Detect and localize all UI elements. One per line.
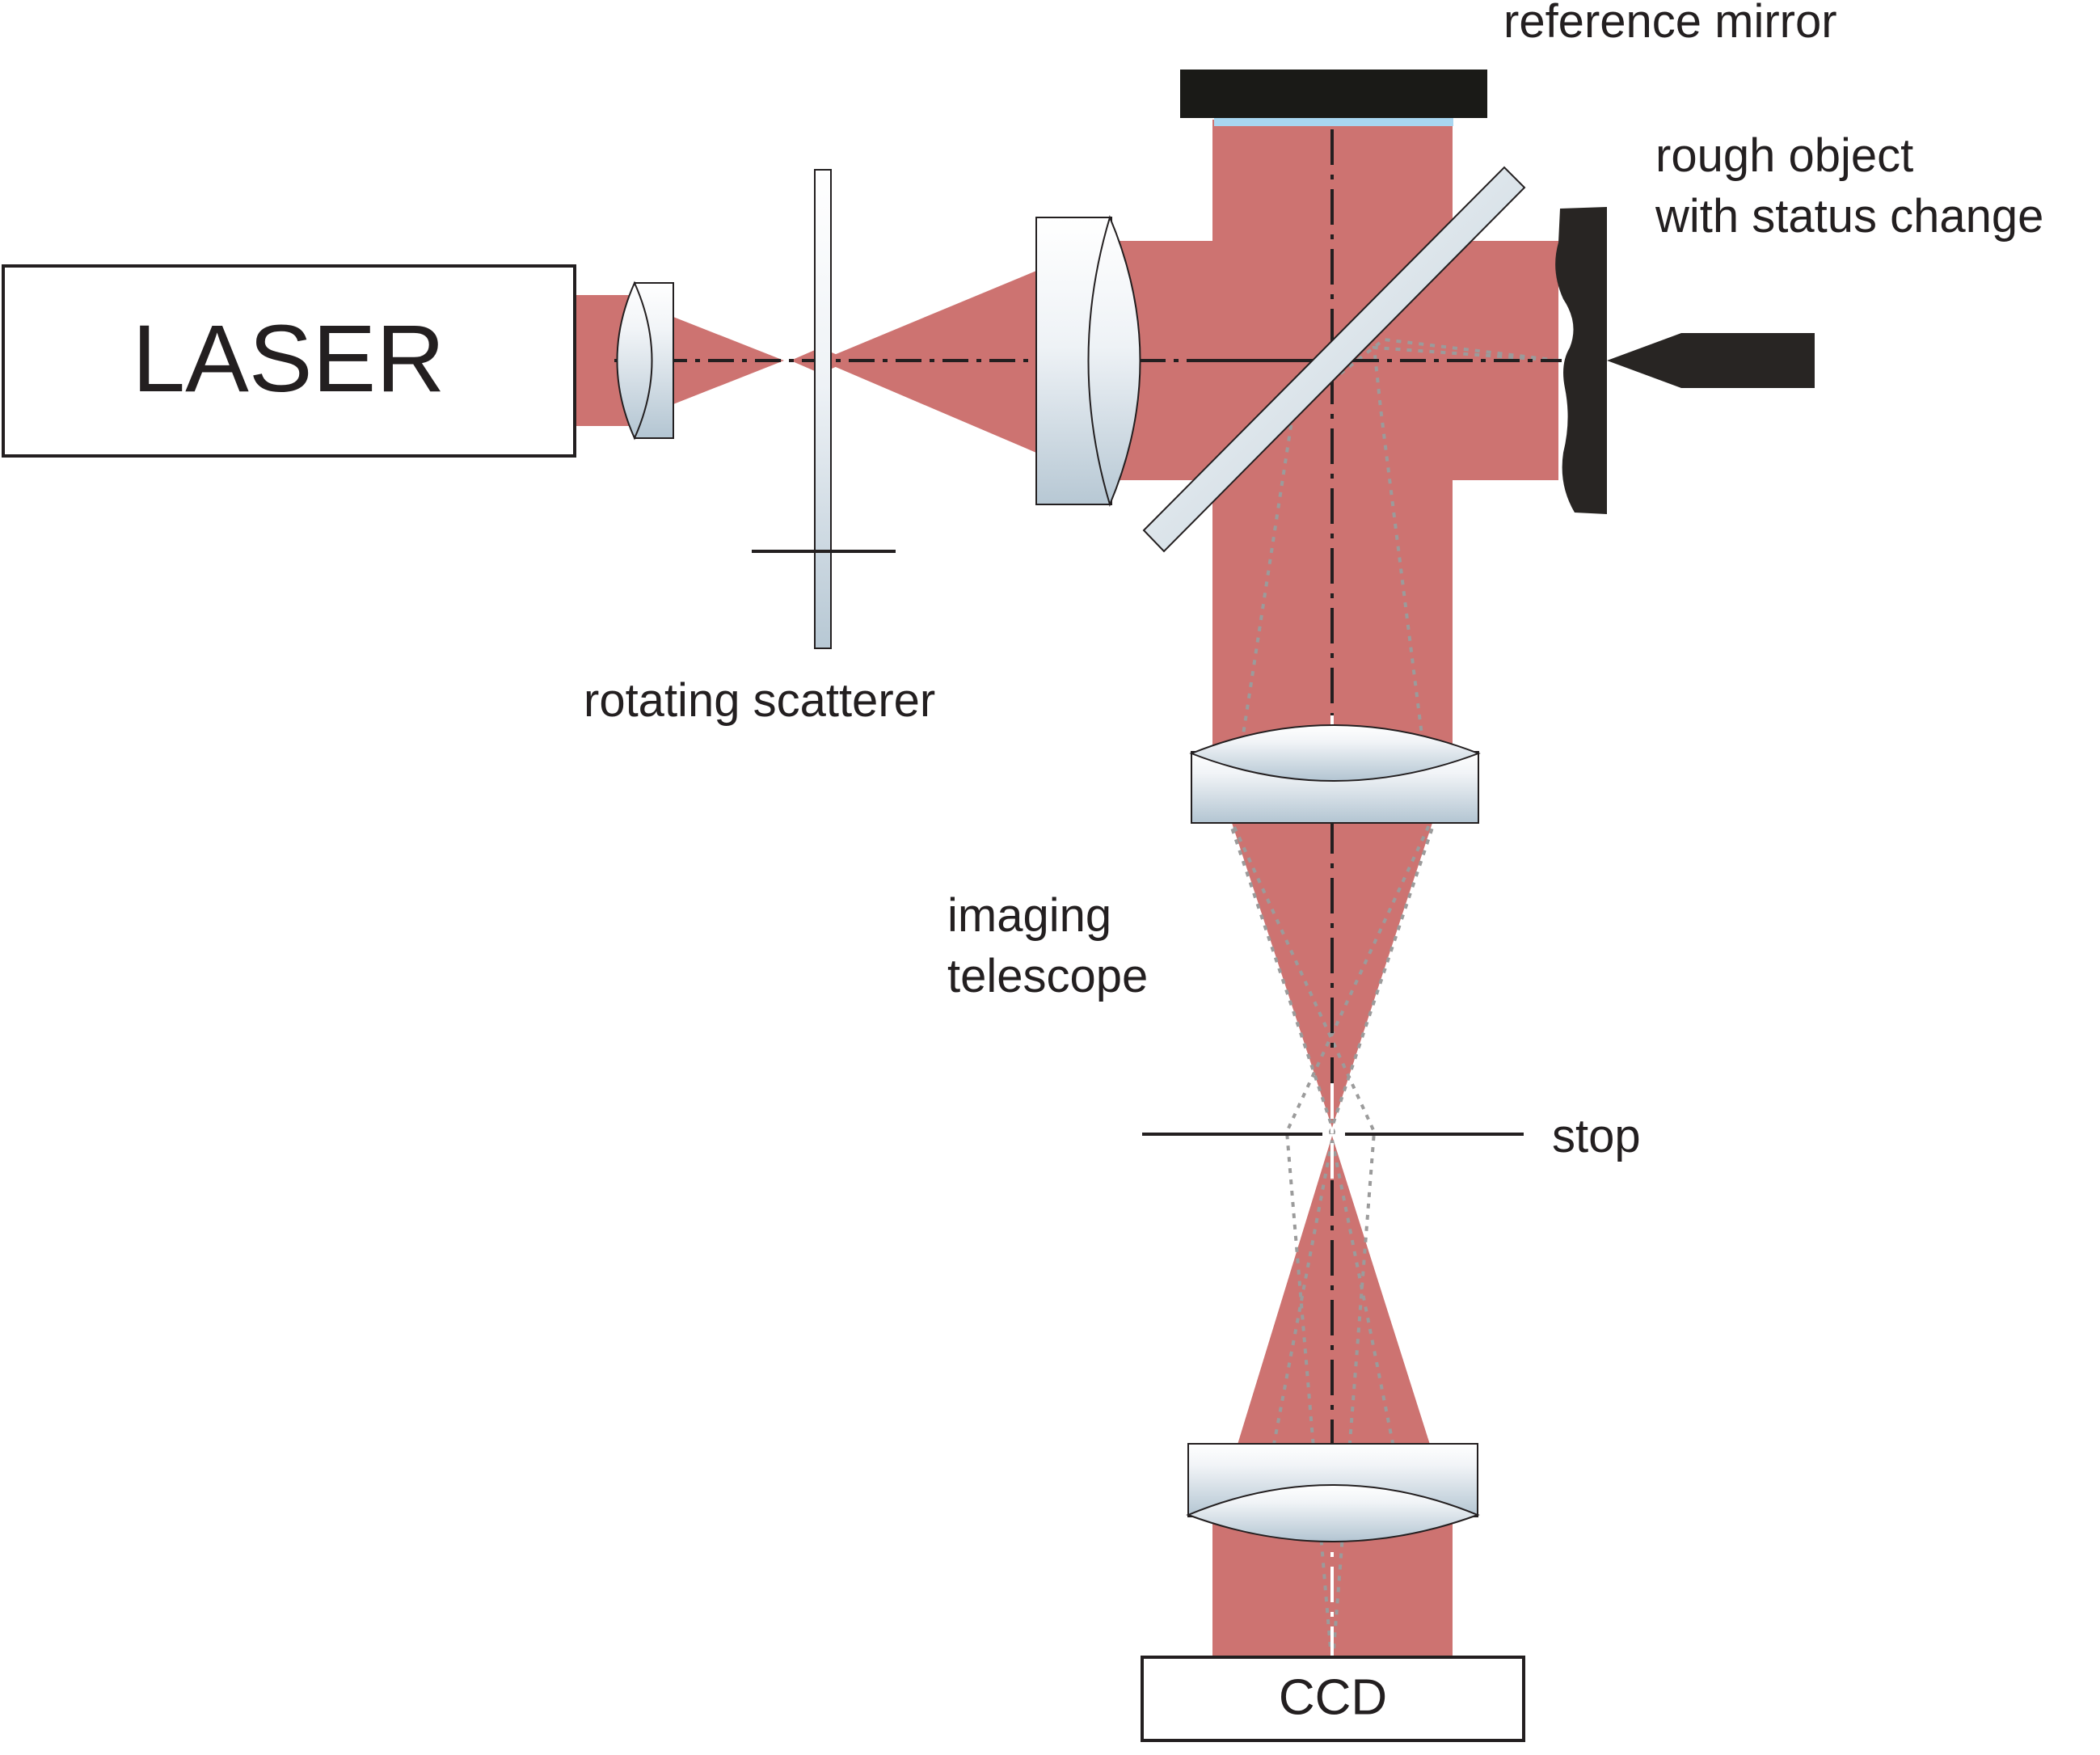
ccd-detector: CCD <box>1141 1656 1525 1742</box>
rough-object-label-line2: with status change <box>1655 190 2043 243</box>
imaging-lens-1 <box>1189 724 1481 824</box>
imaging-telescope-label-line2: telescope <box>947 950 1148 1002</box>
rough-object-label-line1: rough object <box>1655 129 1913 182</box>
reference-mirror-label: reference mirror <box>1503 0 1837 48</box>
laser-label: LASER <box>133 306 445 412</box>
rotating-scatterer-label: rotating scatterer <box>584 674 935 727</box>
stop-label: stop <box>1552 1110 1641 1162</box>
ccd-label: CCD <box>1279 1669 1387 1725</box>
collimating-lens <box>1035 215 1141 507</box>
laser-box: LASER <box>2 264 576 458</box>
imaging-lens-2 <box>1186 1443 1480 1542</box>
reference-mirror <box>1180 70 1487 126</box>
beam-splitter <box>1142 166 1526 553</box>
imaging-telescope-label-line1: imaging <box>947 889 1111 942</box>
rotating-scatterer <box>752 169 896 649</box>
focusing-lens <box>616 281 674 441</box>
rough-object <box>1555 207 1815 514</box>
